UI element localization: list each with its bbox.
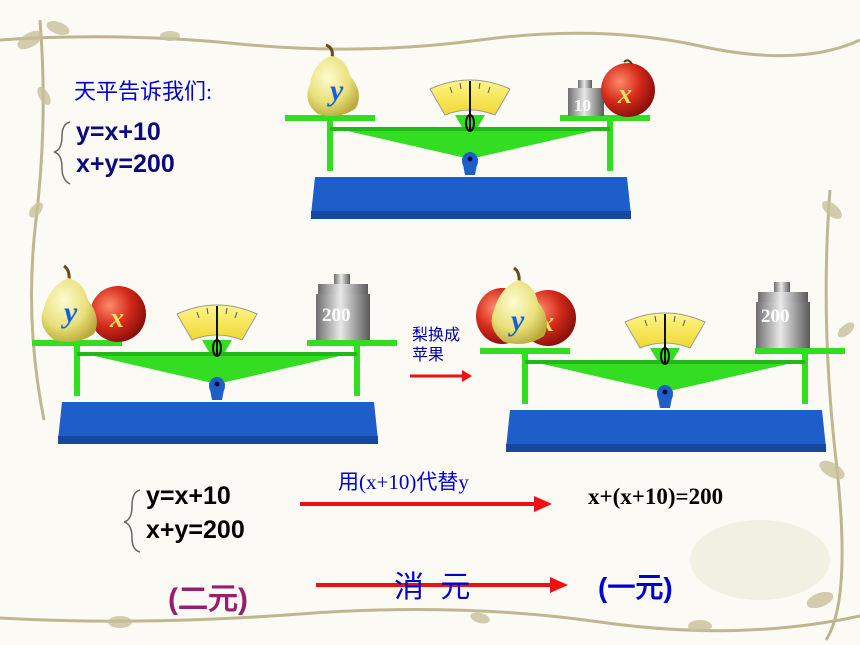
swap-note: 梨换成苹果 — [412, 327, 461, 364]
pear-label: y — [508, 304, 525, 337]
pear-label: y — [327, 74, 344, 107]
pear-y-2: y — [41, 264, 97, 342]
weight-200-a: 200 — [316, 274, 370, 340]
elimination-arrow — [316, 577, 568, 593]
balance-title: 天平告诉我们: — [74, 79, 213, 104]
decorative-vine — [0, 19, 860, 641]
apple-label: x — [617, 79, 632, 110]
substitution-arrow — [300, 496, 552, 512]
brace-bottom — [123, 489, 141, 553]
equation-top-1: y=x+10 — [76, 118, 161, 146]
equation-bottom-1: y=x+10 — [146, 482, 231, 510]
result-equation: x+(x+10)=200 — [588, 484, 724, 509]
elimination-label: 消 元 — [394, 571, 475, 604]
vine-leaves — [17, 21, 855, 632]
weight-label: 10 — [574, 96, 591, 115]
apple-x-2: x — [90, 286, 146, 342]
weight-label: 200 — [322, 305, 351, 326]
pear-y-1: y — [307, 43, 359, 116]
apple-x-1: x — [601, 59, 655, 117]
substitution-label: 用(x+10)代替y — [338, 470, 469, 494]
pear-y-3: y — [491, 266, 547, 344]
apple-label: x — [109, 303, 124, 334]
weight-10: 10 — [568, 80, 604, 116]
two-variable-label: (二元) — [168, 583, 248, 616]
one-variable-label: (一元) — [598, 572, 673, 603]
pear-label: y — [61, 296, 78, 329]
brace-top — [53, 121, 71, 185]
equation-top-2: x+y=200 — [76, 150, 175, 178]
weight-label: 200 — [761, 306, 790, 327]
equation-bottom-2: x+y=200 — [146, 516, 245, 544]
swap-arrow — [410, 370, 472, 382]
weight-200-b: 200 — [756, 282, 810, 348]
